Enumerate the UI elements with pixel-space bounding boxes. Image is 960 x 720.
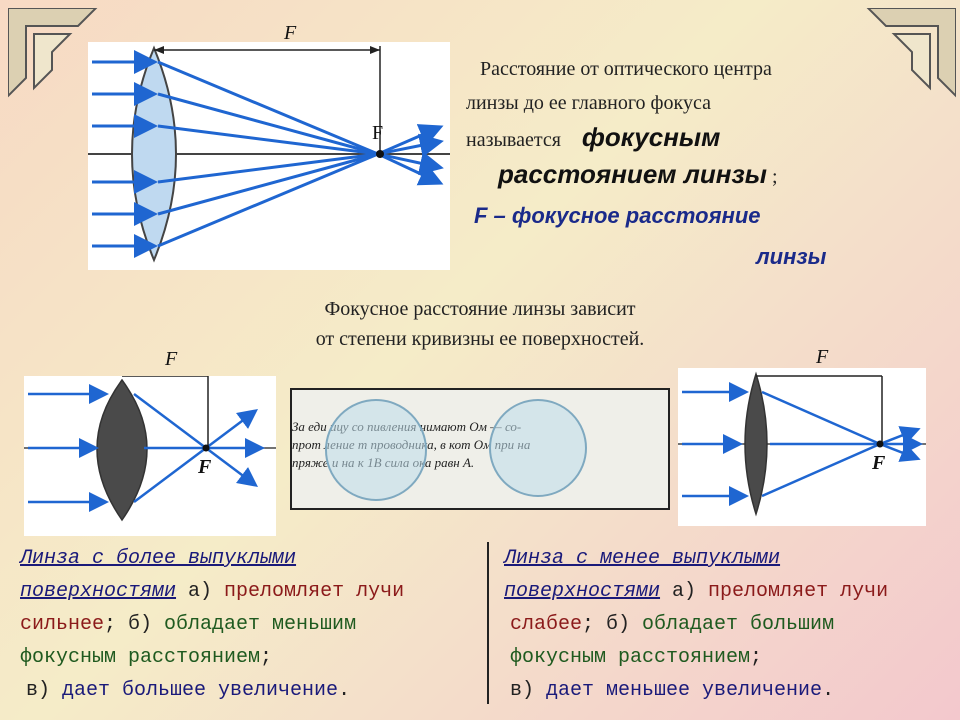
left-caption-underlined-2: поверхностями	[20, 580, 177, 603]
top-lens-figure	[88, 42, 450, 270]
right-caption-b-end: ;	[750, 646, 763, 669]
left-lens-diagram	[24, 375, 276, 522]
right-caption-c-letter: в)	[510, 679, 535, 702]
left-focus-point-label: F	[198, 456, 212, 478]
definition-block: Расстояние от оптического центра линзы д…	[466, 52, 946, 194]
right-focus-point-label: F	[872, 452, 886, 474]
right-lens-diagram	[678, 371, 926, 517]
right-caption-c-end: .	[822, 679, 835, 702]
dependency-statement: Фокусное расстояние линзы зависит от сте…	[190, 294, 770, 354]
definition-plain: называется	[466, 129, 561, 151]
magnifier-comparison-figure: За еди ицу со пивления нимают Ом — со- п…	[290, 388, 670, 510]
right-caption-b-text-2: фокусным расстоянием	[510, 646, 751, 669]
left-lens-figure	[24, 375, 276, 536]
right-caption-b-text: обладает большим	[630, 613, 835, 636]
right-caption: Линза с менее выпуклыми поверхностями а)…	[504, 542, 956, 707]
left-caption-c-end: .	[338, 679, 351, 702]
left-caption-b-end: ;	[260, 646, 273, 669]
definition-line-1: Расстояние от оптического центра	[480, 58, 772, 80]
definition-bold-2: расстоянием линзы	[498, 159, 767, 189]
definition-line-3: называется фокусным	[466, 120, 946, 157]
top-focus-point-label: F	[372, 122, 384, 144]
right-caption-b-letter: ; б)	[582, 613, 631, 636]
left-caption-b-letter: ; б)	[104, 613, 153, 636]
corner-ornament-right	[866, 8, 956, 98]
f-notation-continuation: линзы	[756, 244, 827, 269]
corner-ornament-left	[8, 8, 98, 98]
definition-bold-1: фокусным	[581, 122, 721, 152]
left-caption-b-text-2: фокусным расстоянием	[20, 646, 261, 669]
left-caption-a-letter: а)	[176, 580, 213, 603]
f-notation: F – фокусное расстояние	[474, 203, 761, 228]
left-caption-a-text: преломляет лучи	[212, 580, 405, 603]
right-caption-underlined-2: поверхностями	[504, 580, 661, 603]
left-caption: Линза с более выпуклыми поверхностями а)…	[20, 542, 482, 707]
right-caption-a-text: преломляет лучи	[696, 580, 889, 603]
left-caption-c-text: дает большее увеличение	[50, 679, 339, 702]
left-caption-c-letter: в)	[26, 679, 51, 702]
top-f-dimension-label: F	[284, 22, 297, 44]
right-f-dimension-label: F	[816, 346, 829, 368]
right-caption-c-text: дает меньшее увеличение	[534, 679, 823, 702]
definition-line-2: линзы до ее главного фокуса	[466, 92, 711, 114]
right-caption-underlined-1: Линза с менее выпуклыми	[504, 547, 781, 570]
definition-line-4: расстоянием линзы ;	[466, 157, 946, 194]
left-f-dimension-label: F	[165, 348, 178, 370]
left-caption-a-text-2: сильнее	[20, 613, 105, 636]
definition-semicolon: ;	[771, 166, 778, 188]
right-caption-a-letter: а)	[660, 580, 697, 603]
left-caption-b-text: обладает меньшим	[152, 613, 357, 636]
left-caption-underlined-1: Линза с более выпуклыми	[20, 547, 297, 570]
dependency-line-1: Фокусное расстояние линзы зависит	[324, 298, 636, 320]
top-lens-diagram	[88, 45, 450, 263]
right-caption-a-text-2: слабее	[510, 613, 583, 636]
dependency-line-2: от степени кривизны ее поверхностей.	[315, 328, 645, 350]
column-divider	[487, 542, 489, 704]
right-lens-figure	[678, 368, 926, 526]
magnifier-lenses	[325, 399, 587, 501]
